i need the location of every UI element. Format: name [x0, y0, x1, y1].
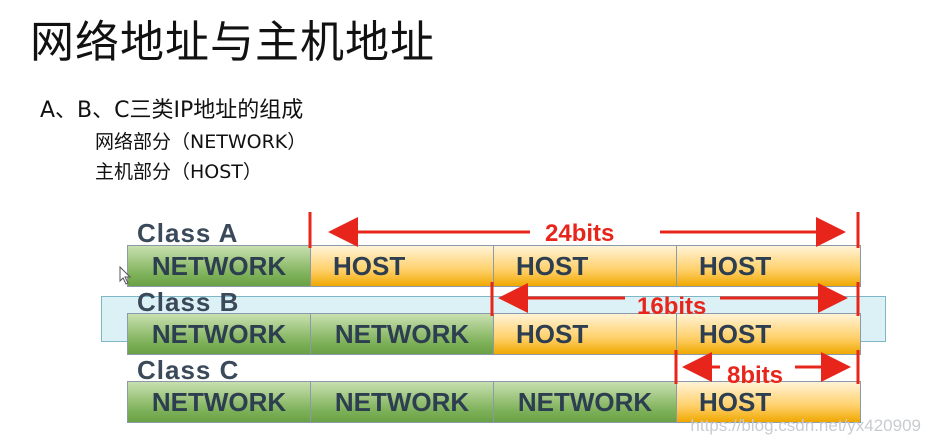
- class-a-bits: 24bits: [545, 220, 615, 247]
- host-part-line: 主机部分（HOST）: [95, 161, 262, 183]
- class-b-row: NETWORK NETWORK HOST HOST: [127, 313, 861, 355]
- class-b-cell-3: HOST: [494, 314, 677, 354]
- class-c-cell-2: NETWORK: [311, 382, 494, 422]
- class-a-label: Class A: [137, 218, 239, 248]
- subtitle: A、B、C三类IP地址的组成: [40, 98, 304, 123]
- network-part-line: 网络部分（NETWORK）: [95, 131, 307, 153]
- mouse-cursor-icon: [119, 266, 132, 285]
- class-c-label: Class C: [137, 355, 240, 385]
- class-c-bits: 8bits: [727, 362, 784, 389]
- class-a-cell-1: NETWORK: [128, 246, 311, 286]
- class-c-cell-4: HOST: [677, 382, 860, 422]
- class-c-cell-3: NETWORK: [494, 382, 677, 422]
- class-a-row: NETWORK HOST HOST HOST: [127, 245, 861, 287]
- class-b-bits: 16bits: [637, 293, 707, 320]
- page-title: 网络地址与主机地址: [30, 17, 435, 68]
- class-b-cell-4: HOST: [677, 314, 860, 354]
- class-a-cell-3: HOST: [494, 246, 677, 286]
- class-b-cell-2: NETWORK: [311, 314, 494, 354]
- class-b-cell-1: NETWORK: [128, 314, 311, 354]
- watermark: https://blog.csdn.net/yx420909: [690, 416, 921, 435]
- class-c-row: NETWORK NETWORK NETWORK HOST: [127, 381, 861, 423]
- class-b-label: Class B: [137, 287, 240, 317]
- class-c-cell-1: NETWORK: [128, 382, 311, 422]
- class-a-cell-4: HOST: [677, 246, 860, 286]
- class-a-cell-2: HOST: [311, 246, 494, 286]
